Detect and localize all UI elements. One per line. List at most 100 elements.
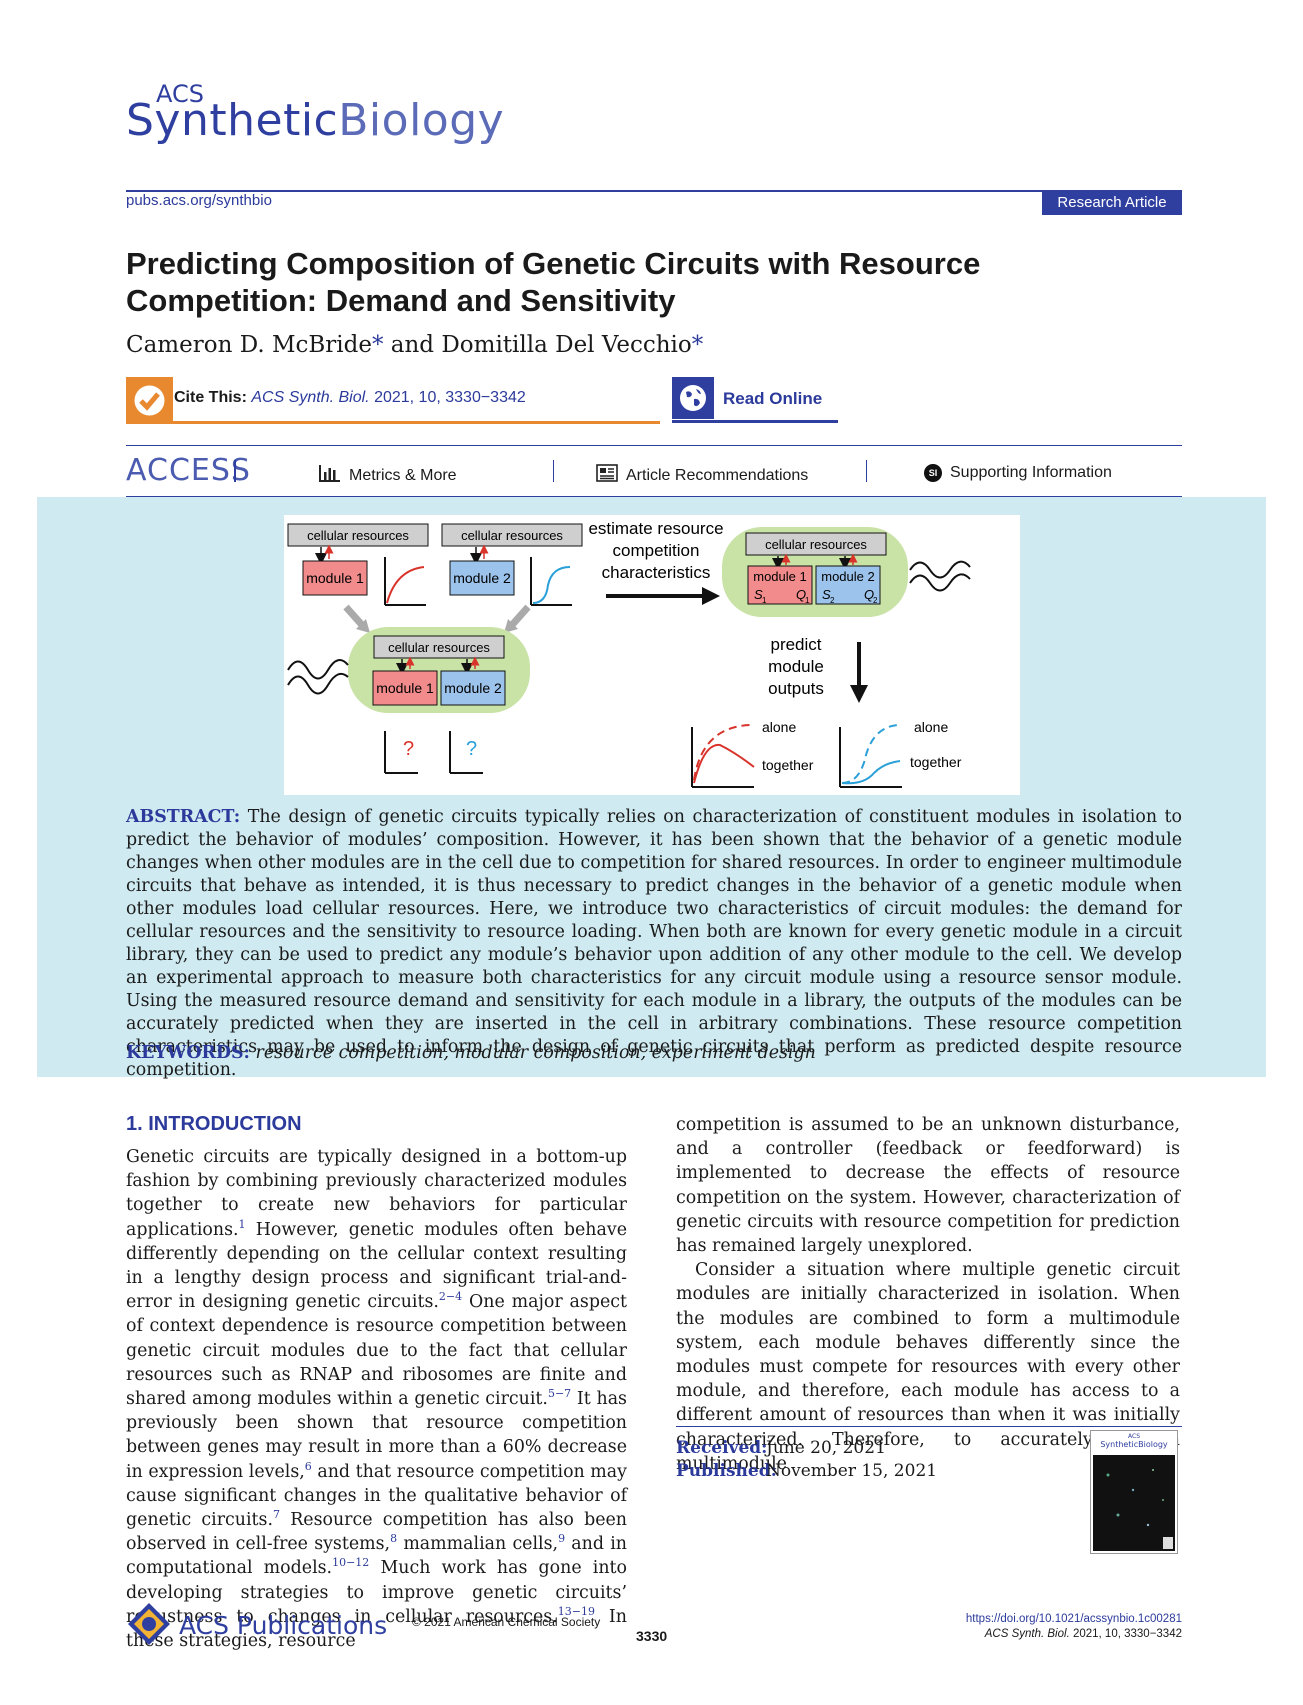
access-label: ACCESS xyxy=(126,453,251,488)
keywords-text: resource competition, modular compositio… xyxy=(255,1043,816,1063)
toc-subscript-1: 1 xyxy=(762,596,767,605)
globe-icon xyxy=(672,377,714,419)
header-rule xyxy=(126,190,1182,192)
recommendations-tab[interactable]: Article Recommendations xyxy=(596,464,808,487)
author-2[interactable]: Domitilla Del Vecchio xyxy=(441,332,692,358)
article-title: Predicting Composition of Genetic Circui… xyxy=(126,246,981,318)
intro-column-1: Genetic circuits are typically designed … xyxy=(126,1145,627,1653)
page-number: 3330 xyxy=(636,1628,668,1644)
access-rule-bottom xyxy=(126,496,1182,497)
recommendations-label: Article Recommendations xyxy=(626,466,809,484)
toc-module2-label: module 2 xyxy=(444,680,502,696)
doi-block: https://doi.org/10.1021/acssynbio.1c0028… xyxy=(966,1612,1182,1642)
toc-s-label: S xyxy=(754,587,763,602)
toc-q-label: Q xyxy=(864,587,874,602)
authors: Cameron D. McBride* and Domitilla Del Ve… xyxy=(126,332,703,358)
toc-s-label: S xyxy=(822,587,831,602)
ref-link[interactable]: 7 xyxy=(272,1508,280,1522)
cite-label: Cite This: xyxy=(174,389,247,406)
author-1[interactable]: Cameron D. McBride xyxy=(126,332,372,358)
toc-characterized-cell: cellular resources module 1 S 1 Q 1 modu… xyxy=(722,527,908,617)
cover-image xyxy=(1093,1455,1175,1551)
read-online-label: Read Online xyxy=(723,389,823,408)
supporting-info-tab[interactable]: SI Supporting Information xyxy=(924,464,1112,482)
toc-cellular-resources: cellular resources xyxy=(307,528,409,543)
intro-paragraph-2: Consider a situation where multiple gene… xyxy=(676,1260,1180,1474)
dates-rule xyxy=(676,1426,1182,1427)
authors-and: and xyxy=(390,332,435,358)
journal-url[interactable]: pubs.acs.org/synthbio xyxy=(126,192,272,209)
cite-text: Cite This: ACS Synth. Biol. 2021, 10, 33… xyxy=(174,389,526,407)
si-icon: SI xyxy=(924,464,942,482)
toc-together-blue: together xyxy=(910,754,962,770)
supporting-info-label: Supporting Information xyxy=(950,464,1112,481)
toc-subscript-2: 2 xyxy=(873,596,878,605)
tab-separator xyxy=(553,460,554,482)
article-type-badge: Research Article xyxy=(1042,190,1182,215)
toc-alone-red: alone xyxy=(762,719,796,735)
toc-module1-label: module 1 xyxy=(376,680,434,696)
ref-link[interactable]: 9 xyxy=(558,1532,566,1546)
toc-module2-isolated: cellular resources module 2 xyxy=(441,523,583,606)
acs-publications-logo-icon xyxy=(126,1601,172,1647)
bar-chart-icon xyxy=(319,464,341,487)
toc-together-red: together xyxy=(762,757,814,773)
ref-link[interactable]: 13−19 xyxy=(557,1605,595,1619)
doi-link[interactable]: https://doi.org/10.1021/acssynbio.1c0028… xyxy=(965,1613,1182,1625)
keywords: KEYWORDS: resource competition, modular … xyxy=(126,1043,816,1063)
toc-module2-label: module 2 xyxy=(821,569,874,584)
published-date: November 15, 2021 xyxy=(766,1461,938,1481)
toc-cellular-resources: cellular resources xyxy=(765,537,867,552)
toc-combined-cell: cellular resources module 1 module 2 xyxy=(348,627,530,713)
article-icon xyxy=(596,464,618,487)
published-label: Published: xyxy=(676,1461,777,1481)
toc-predict-line3: outputs xyxy=(768,679,824,698)
ref-link[interactable]: 1 xyxy=(238,1217,246,1231)
journal-name-biology: Biology xyxy=(338,95,505,146)
ref-link[interactable]: 5−7 xyxy=(547,1387,572,1401)
cite-journal: ACS Synth. Biol. xyxy=(251,389,370,406)
section-title-introduction: 1. INTRODUCTION xyxy=(126,1113,302,1135)
toc-question-red: ? xyxy=(403,738,414,760)
ref-link[interactable]: 10−12 xyxy=(332,1556,370,1570)
toc-q-label: Q xyxy=(796,587,806,602)
toc-estimate-line2: competition xyxy=(613,541,700,560)
metrics-tab[interactable]: Metrics & More xyxy=(319,464,457,487)
access-rule-top xyxy=(126,445,1182,446)
toc-alone-blue: alone xyxy=(914,719,948,735)
copyright: © 2021 American Chemical Society xyxy=(412,1615,601,1629)
read-online-box[interactable]: Read Online xyxy=(672,377,838,424)
received-label: Received: xyxy=(676,1438,768,1458)
toc-graphic: cellular resources module 1 cellular res… xyxy=(284,515,1020,795)
journal-name-synthetic: Synthetic xyxy=(126,95,339,146)
toc-subscript-2: 2 xyxy=(830,596,835,605)
toc-cellular-resources: cellular resources xyxy=(461,528,563,543)
ref-link[interactable]: 8 xyxy=(390,1532,398,1546)
acs-publications-label[interactable]: ACS Publications xyxy=(179,1611,388,1640)
abstract-text: The design of genetic circuits typically… xyxy=(126,807,1183,1080)
cite-details: 2021, 10, 3330−3342 xyxy=(369,389,526,406)
corresponding-star-1: * xyxy=(371,332,384,358)
toc-question-blue: ? xyxy=(466,738,477,760)
check-icon xyxy=(126,377,173,424)
read-online-underline xyxy=(672,420,838,423)
toc-estimate-line1: estimate resource xyxy=(588,519,723,538)
ref-link[interactable]: 2−4 xyxy=(438,1290,463,1304)
ref-link[interactable]: 6 xyxy=(304,1459,312,1473)
intro-column-2: competition is assumed to be an unknown … xyxy=(676,1113,1180,1476)
cite-this-box[interactable]: Cite This: ACS Synth. Biol. 2021, 10, 33… xyxy=(126,377,660,424)
metrics-label: Metrics & More xyxy=(349,466,457,484)
toc-predict-line1: predict xyxy=(770,635,821,654)
toc-estimate-line3: characteristics xyxy=(602,563,711,582)
abstract-label: ABSTRACT: xyxy=(126,807,241,827)
toc-predict-line2: module xyxy=(768,657,824,676)
corresponding-star-2: * xyxy=(691,332,704,358)
journal-logo: SyntheticBiology xyxy=(126,95,504,146)
cite-underline xyxy=(126,421,660,424)
toc-subscript-1: 1 xyxy=(805,596,810,605)
toc-cellular-resources: cellular resources xyxy=(388,640,490,655)
publication-dates: Received:June 20, 2021 Published:Novembe… xyxy=(676,1437,937,1483)
access-bar-marker xyxy=(234,460,236,482)
